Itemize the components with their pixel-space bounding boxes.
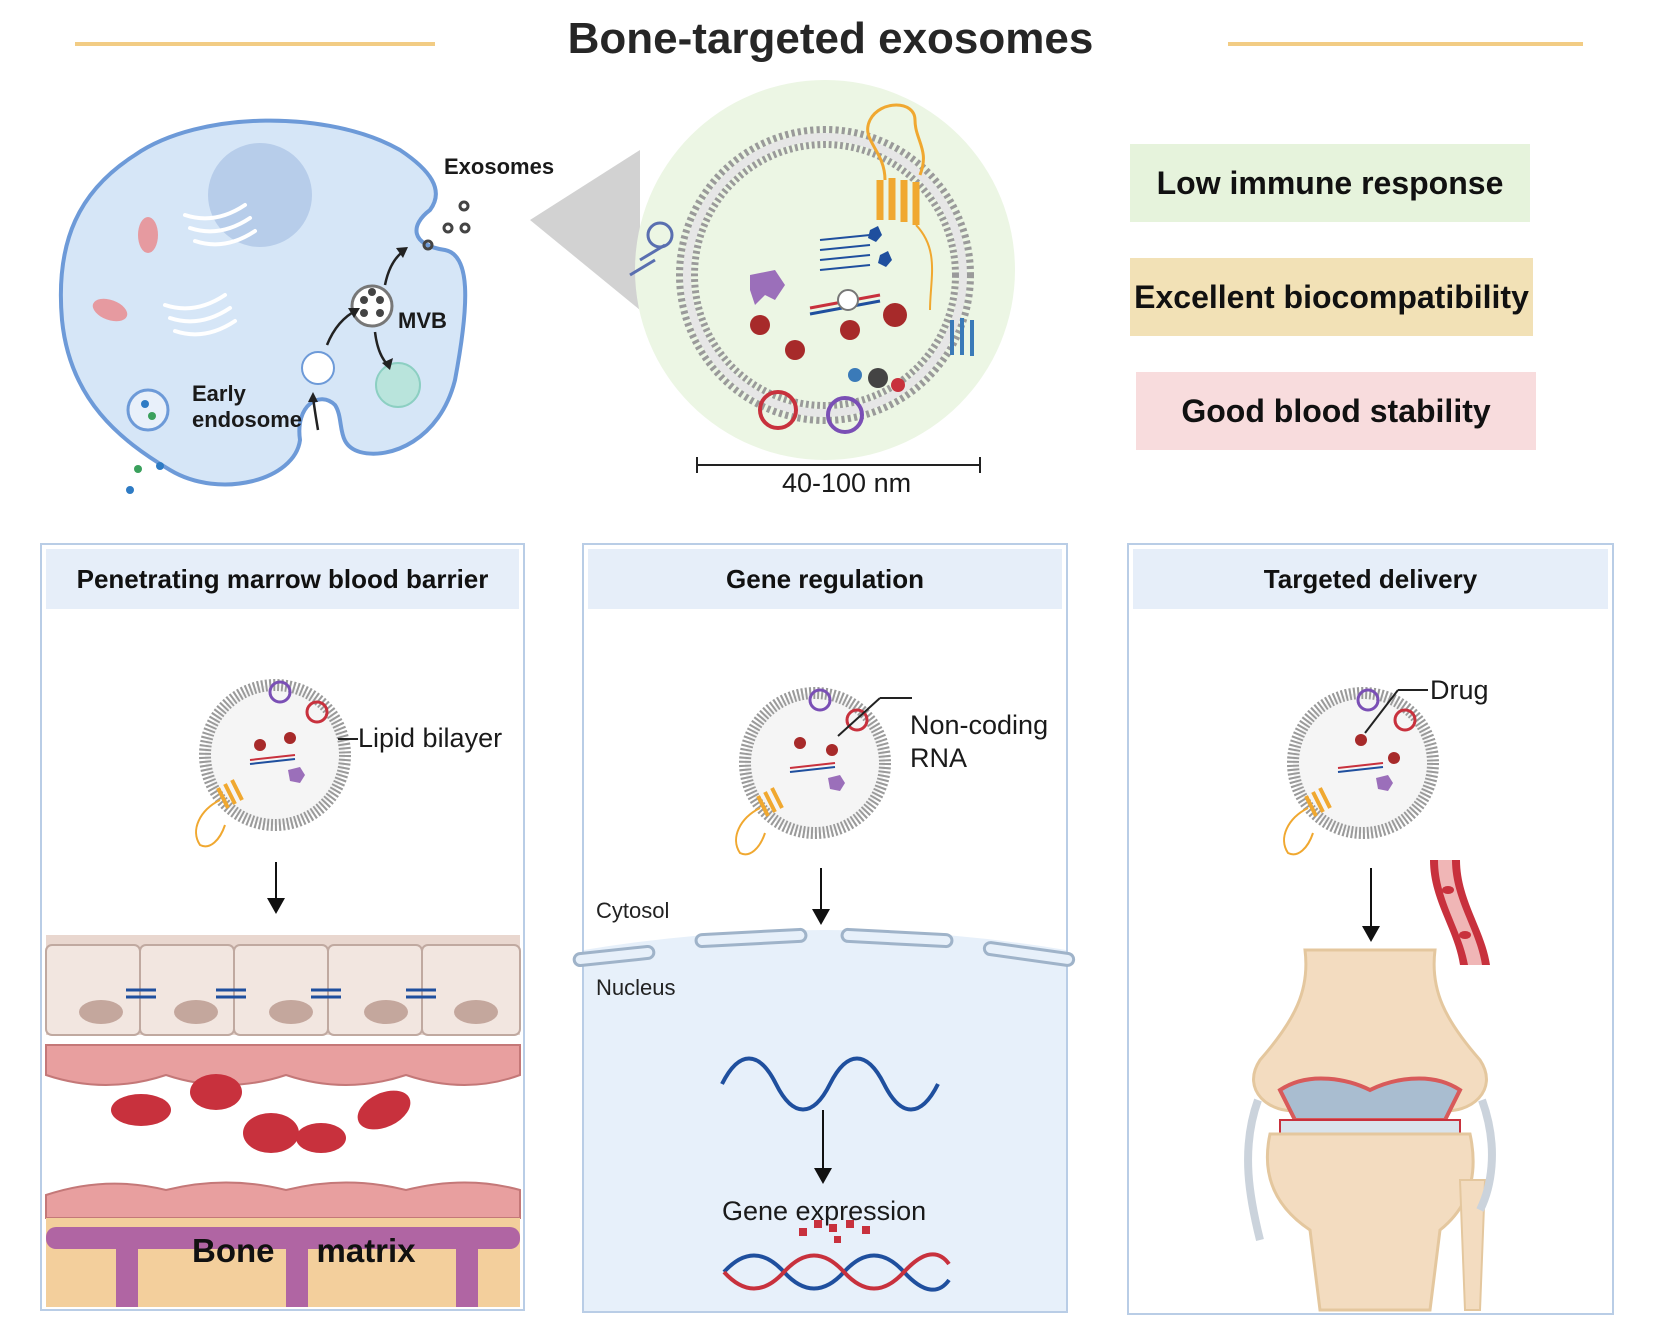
tibia xyxy=(1265,1132,1475,1312)
cell-illustration xyxy=(58,118,471,494)
label-early-endosome-2: endosome xyxy=(192,407,303,432)
endosome-vesicle xyxy=(301,351,335,385)
tetraspanin xyxy=(950,318,974,356)
membrane-receptor xyxy=(629,221,674,277)
cartilage-inflamed xyxy=(1277,1076,1463,1122)
label-mvb: MVB xyxy=(398,308,447,333)
lipid-pointer-line xyxy=(338,738,358,740)
gene-expression-dna-red xyxy=(722,1252,951,1291)
panel-targeted-delivery: Targeted delivery xyxy=(1127,543,1614,1315)
label-early-endosome-1: Early xyxy=(192,381,246,406)
cd-protein xyxy=(876,178,920,225)
feature-good-blood-stability: Good blood stability xyxy=(1136,372,1536,450)
arrow-to-nucleus xyxy=(812,868,830,925)
panel-barrier: Penetrating marrow blood barrier xyxy=(40,543,525,1311)
marrow-vessels xyxy=(46,1227,520,1307)
barrier-tissue xyxy=(45,935,521,1307)
label-non-coding: Non-coding xyxy=(910,710,1049,740)
exosome-zoom-illustration xyxy=(530,80,1015,460)
zoom-callout xyxy=(530,150,640,310)
dna-strand xyxy=(720,1056,940,1112)
title-rule-right xyxy=(1228,42,1583,46)
membrane-ring-multi xyxy=(826,396,864,434)
label-drug: Drug xyxy=(1430,675,1489,705)
early-endosome xyxy=(126,388,170,432)
panel-gene-regulation-title: Gene regulation xyxy=(588,549,1062,609)
arrow-to-joint xyxy=(1362,868,1380,942)
membrane-ring-red xyxy=(758,390,798,430)
nucleus-organelle xyxy=(208,143,312,247)
label-nucleus: Nucleus xyxy=(596,975,676,1000)
arrow-barrier xyxy=(267,862,285,914)
label-exosomes: Exosomes xyxy=(444,154,555,179)
released-exosomes xyxy=(422,200,471,251)
lysosome xyxy=(375,362,421,408)
label-lipid-bilayer: Lipid bilayer xyxy=(358,723,503,753)
panel-gene-regulation: Gene regulation xyxy=(582,543,1068,1313)
feature-low-immune-response: Low immune response xyxy=(1130,144,1530,222)
label-cytosol: Cytosol xyxy=(596,898,670,923)
meniscus xyxy=(1279,1119,1461,1135)
cell-membrane xyxy=(58,118,468,487)
nuclear-envelope xyxy=(572,927,1076,968)
title-rule-left xyxy=(75,42,435,46)
page-title: Bone-targeted exosomes xyxy=(567,14,1094,63)
mrna-fragments xyxy=(799,1220,870,1243)
mitochondrion xyxy=(92,298,128,322)
panel-barrier-title: Penetrating marrow blood barrier xyxy=(46,549,519,609)
nucleus-area xyxy=(572,927,1076,1311)
cargo-molecules xyxy=(750,226,907,360)
panel-targeted-delivery-title: Targeted delivery xyxy=(1133,549,1608,609)
red-blood-cells xyxy=(111,1074,411,1153)
feature-excellent-biocompatibility: Excellent biocompatibility xyxy=(1130,258,1533,336)
knee-joint xyxy=(1244,948,1496,1312)
ncrna-pointer-line xyxy=(880,697,912,699)
targeted-exosome xyxy=(1283,687,1439,856)
scale-bar xyxy=(696,457,981,473)
gene-exosome xyxy=(735,687,891,856)
ligament xyxy=(1244,1098,1264,1241)
golgi-apparatus xyxy=(163,203,257,337)
fibula xyxy=(1458,1179,1487,1311)
label-gene-expression: Gene expression xyxy=(722,1196,927,1226)
drug-pointer-line xyxy=(1398,689,1428,691)
endothelium-top xyxy=(45,1044,521,1086)
scale-label: 40-100 nm xyxy=(782,468,912,498)
label-rna: RNA xyxy=(910,743,968,773)
blood-vessel xyxy=(1430,860,1490,965)
barrier-exosome xyxy=(195,679,351,848)
mitochondrion xyxy=(138,217,158,253)
endothelium-bottom xyxy=(45,1181,521,1219)
external-particles xyxy=(126,462,164,494)
arrow-to-expression xyxy=(814,1110,832,1184)
